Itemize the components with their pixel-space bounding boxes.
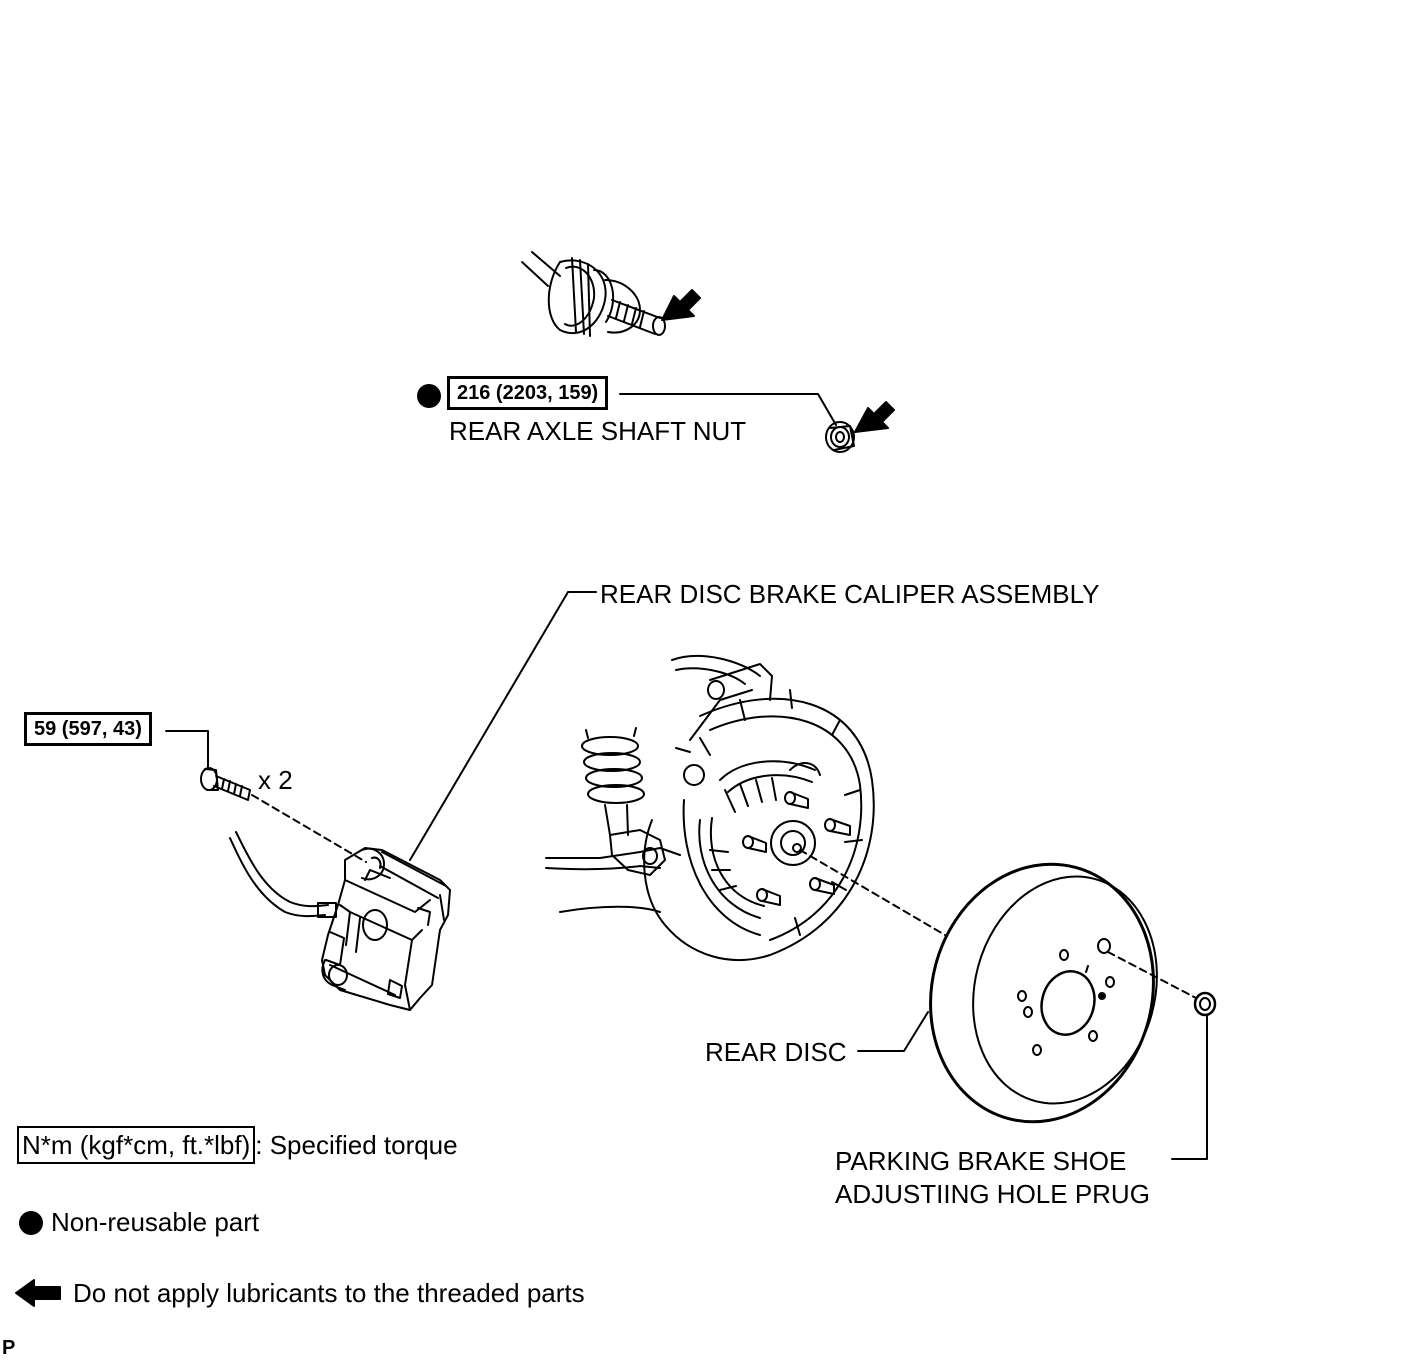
bolt-leader — [165, 730, 209, 769]
axle-nut-label: REAR AXLE SHAFT NUT — [449, 416, 747, 446]
caliper-leader — [409, 591, 597, 861]
legend-torque-desc: : Specified torque — [255, 1130, 458, 1160]
legend-arrow-icon — [15, 1279, 61, 1307]
nonreusable-dot-icon — [417, 384, 441, 408]
caliper-label: REAR DISC BRAKE CALIPER ASSEMBLY — [600, 579, 1100, 609]
hub-studs — [742, 791, 851, 906]
hole-plug — [1193, 991, 1217, 1017]
parking-brake-shoes — [698, 760, 821, 919]
no-lube-arrow-nut — [854, 401, 895, 433]
bolt-torque-box: 59 (597, 43) — [24, 712, 152, 746]
bolt-qty-label: x 2 — [258, 765, 293, 795]
bolt-axis — [251, 794, 367, 863]
coil-spring — [581, 727, 645, 836]
bolt — [200, 767, 251, 801]
disc-axis — [799, 849, 946, 936]
backing-plate — [643, 689, 875, 962]
legend-nonreusable: Non-reusable part — [51, 1207, 260, 1237]
brake-hose — [229, 831, 337, 918]
axle-nut-torque-box: 216 (2203, 159) — [447, 376, 609, 410]
axle-nut — [825, 421, 855, 453]
axle-nut-leader — [619, 393, 837, 426]
corner-mark: P — [2, 1337, 16, 1359]
plug-leader — [1171, 1014, 1208, 1160]
disc-leader — [857, 1011, 929, 1052]
caliper — [321, 847, 451, 1011]
legend-nonreusable-dot-icon — [19, 1211, 43, 1235]
rear-disc — [929, 862, 1158, 1124]
legend-torque-units: N*m (kgf*cm, ft.*lbf) — [17, 1126, 256, 1164]
suspension-arms — [545, 655, 773, 913]
rear-disc-label: REAR DISC — [705, 1037, 847, 1067]
plug-label-line2: ADJUSTIING HOLE PRUG — [835, 1179, 1150, 1209]
axle-shaft — [521, 251, 666, 337]
legend-torque: N*m (kgf*cm, ft.*lbf): Specified torque — [17, 1126, 458, 1164]
plug-axis — [1107, 951, 1197, 999]
no-lube-arrow-shaft — [661, 289, 701, 321]
legend-no-lube: Do not apply lubricants to the threaded … — [73, 1278, 585, 1308]
plug-label-line1: PARKING BRAKE SHOE — [835, 1146, 1127, 1176]
